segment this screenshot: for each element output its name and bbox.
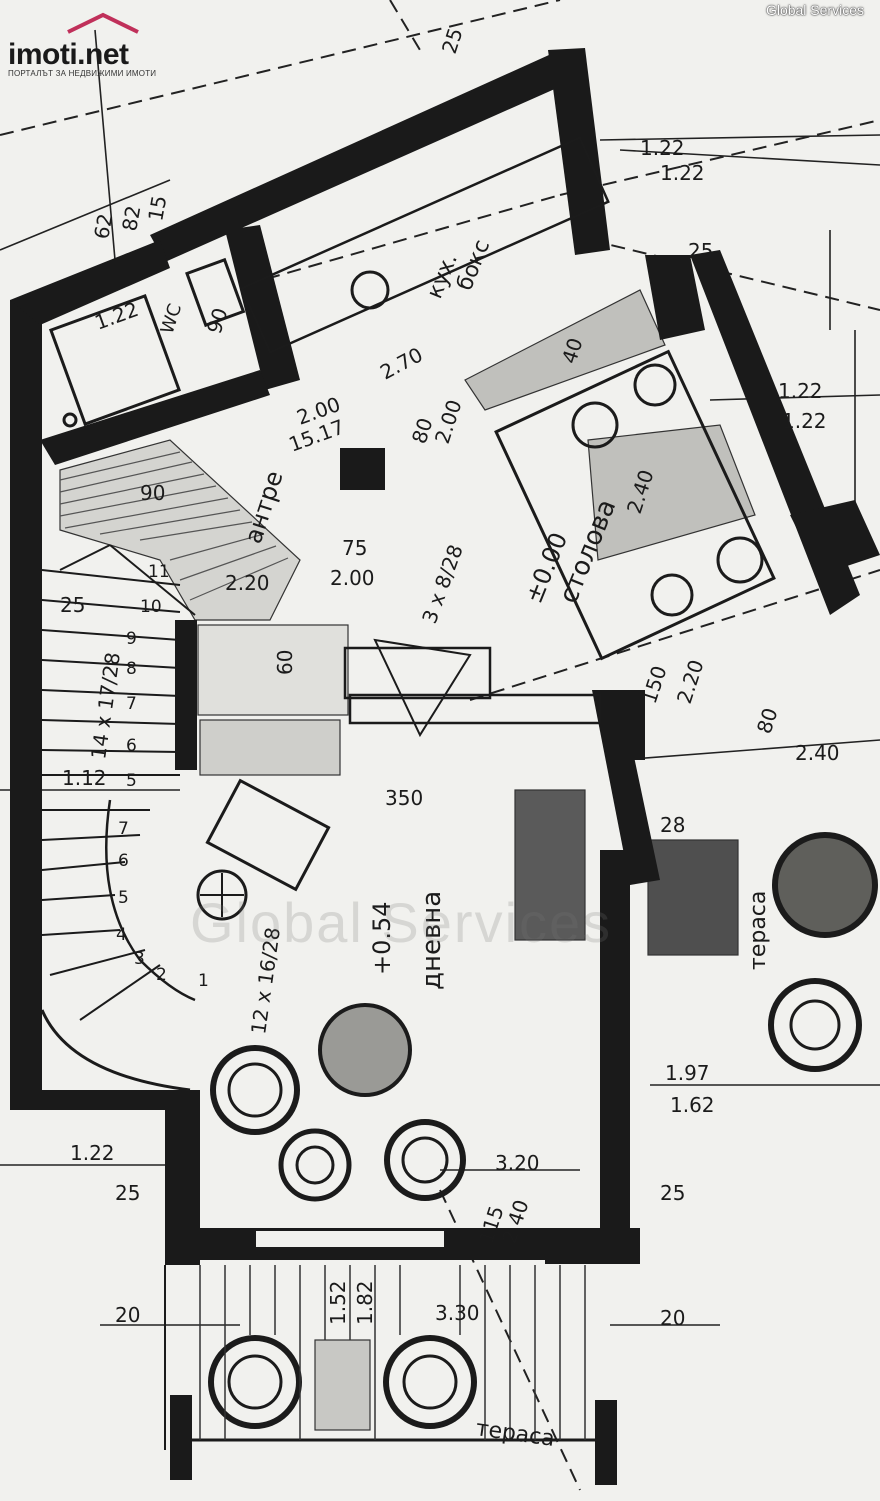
dim-122-d: 1.22 [782, 409, 827, 433]
terrace-right-label: тераса [746, 891, 771, 970]
dim-25-stair: 25 [60, 593, 85, 617]
dim-90-entr: 90 [140, 481, 165, 505]
dim-82: 82 [117, 204, 145, 233]
stair-numbers: 11 10 9 8 7 6 5 7 6 5 4 3 2 1 [116, 562, 209, 991]
dim-15-top: 15 [143, 194, 171, 223]
imoti-logo[interactable]: imoti.net ПОРТАЛЪТ ЗА НЕДВИЖИМИ ИМОТИ [8, 12, 158, 78]
terrace-boards [199, 1265, 586, 1440]
dim-122-a: 1.22 [640, 136, 685, 160]
dim-112: 1.12 [62, 766, 107, 790]
living-level-label: +0.54 [368, 901, 396, 975]
stair-lower-3: 4 [116, 925, 127, 945]
dim-122-b: 1.22 [660, 161, 705, 185]
stair-lower-2: 5 [118, 888, 129, 908]
dim-122-c: 1.22 [778, 379, 823, 403]
stair-upper-2: 9 [126, 629, 137, 649]
dim-200-c: 2.00 [330, 566, 375, 590]
stair-lower-5: 2 [156, 965, 167, 985]
stair-lower-4: 3 [134, 949, 145, 969]
dim-20-r: 20 [660, 1306, 685, 1330]
stair-upper-3: 8 [126, 659, 137, 679]
dim-122-bl: 1.22 [70, 1141, 115, 1165]
dim-330: 3.30 [435, 1301, 480, 1325]
dim-28: 28 [660, 813, 685, 837]
stair-lower-1: 6 [118, 851, 129, 871]
house-roof-icon [67, 12, 139, 34]
dim-25-br: 25 [660, 1181, 685, 1205]
logo-tagline: ПОРТАЛЪТ ЗА НЕДВИЖИМИ ИМОТИ [8, 69, 157, 78]
stair-lower-6: 1 [198, 971, 209, 991]
stair-treads [40, 544, 196, 1092]
living-label: дневна [417, 891, 447, 990]
stair-upper-6: 5 [126, 771, 137, 791]
stair-upper-0: 11 [148, 562, 170, 582]
walls [10, 48, 880, 1485]
dim-20-l: 20 [115, 1303, 140, 1327]
stair-upper-4: 7 [126, 694, 137, 714]
dim-152: 1.52 [326, 1280, 350, 1325]
dim-240-c: 2.40 [795, 741, 840, 765]
furniture [48, 136, 878, 1450]
dim-320: 3.20 [495, 1151, 540, 1175]
dim-62: 62 [89, 212, 117, 241]
dim-197: 1.97 [665, 1061, 710, 1085]
dim-25-top: 25 [688, 239, 713, 263]
corner-watermark: Global Services [765, 2, 864, 18]
stair-upper-5: 6 [126, 736, 137, 756]
dim-25-bl: 25 [115, 1181, 140, 1205]
dim-220: 2.20 [225, 571, 270, 595]
hatch-areas [59, 289, 756, 1431]
stair-upper-1: 10 [140, 597, 162, 617]
dim-75: 75 [342, 536, 367, 560]
dim-182: 1.82 [353, 1280, 377, 1325]
center-watermark: Global Services [190, 891, 613, 954]
dim-350: 350 [385, 786, 423, 810]
stair-lower-0: 7 [118, 819, 129, 839]
dim-60: 60 [273, 650, 297, 675]
dim-162: 1.62 [670, 1093, 715, 1117]
logo-text: imoti.net [8, 38, 129, 71]
